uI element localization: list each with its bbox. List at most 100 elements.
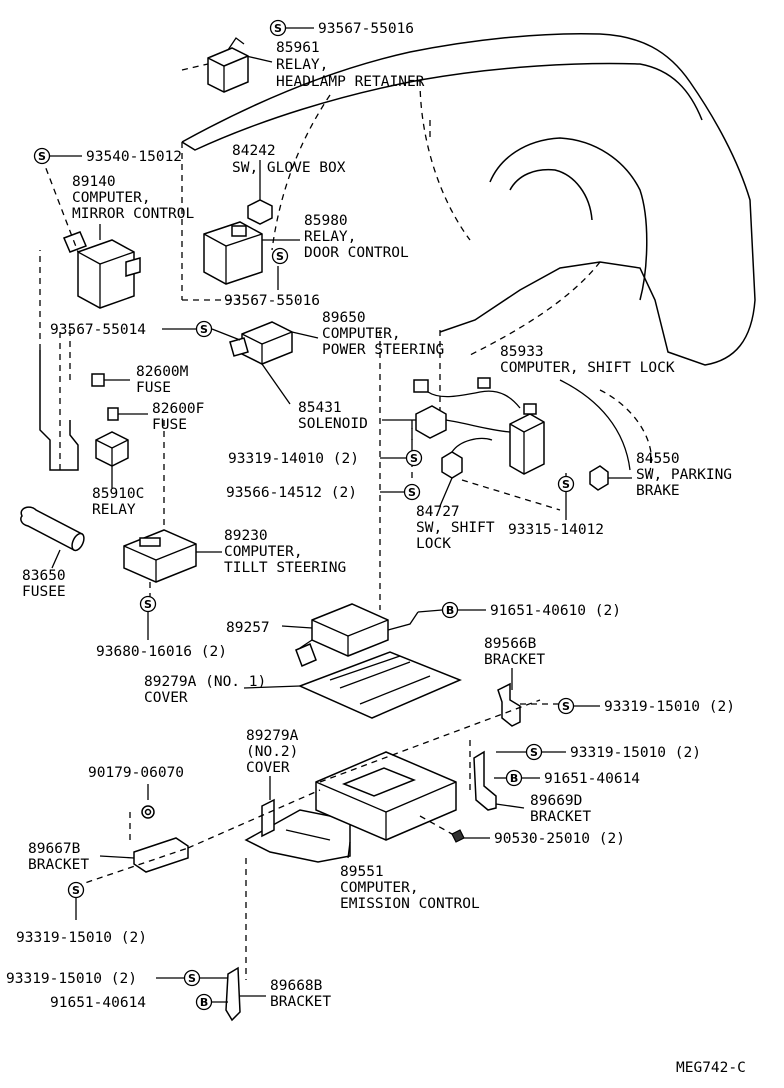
computer-89230-part — [123, 529, 197, 583]
label-89279a-no1: 89279A (NO. 1)COVER — [144, 674, 266, 706]
svg-text:S: S — [276, 250, 284, 263]
svg-text:S: S — [410, 452, 418, 465]
screw-badge: S — [271, 247, 289, 265]
solenoid-85431-part — [413, 379, 521, 439]
screw-badge: S — [525, 743, 543, 761]
screw-badge: S — [557, 697, 575, 715]
screw-badge: S — [139, 595, 157, 613]
switch-84550-part — [559, 379, 631, 491]
label-93680-16016: 93680-16016 (2) — [96, 644, 227, 660]
label-89279a-no2: 89279A(NO.2)COVER — [246, 728, 299, 776]
label-91651-40614-b: 91651-40614 — [50, 995, 146, 1011]
svg-text:S: S — [200, 323, 208, 336]
bolt-badge: B — [195, 993, 213, 1011]
label-90179-06070: 90179-06070 — [88, 765, 184, 781]
label-93566-14512: 93566-14512 (2) — [226, 485, 357, 501]
relay-85961-part — [207, 37, 249, 93]
diagram-code: MEG742-C — [676, 1060, 746, 1076]
computer-89551-part — [315, 751, 457, 841]
relay-85910c-part — [95, 431, 129, 467]
bolt-badge: B — [505, 769, 523, 787]
svg-text:S: S — [144, 598, 152, 611]
screw-badge: S — [405, 449, 423, 467]
switch-84727-part — [441, 437, 493, 479]
bracket-89669d-part — [473, 750, 497, 811]
bracket-89667b-part — [133, 837, 189, 873]
computer-89650-part — [229, 321, 293, 365]
screw-badge: S — [403, 483, 421, 501]
svg-text:B: B — [446, 604, 454, 617]
label-93319-15010-r2: 93319-15010 (2) — [570, 745, 701, 761]
computer-89140-part — [63, 231, 141, 309]
svg-text:S: S — [562, 478, 570, 491]
label-93540-15012: 93540-15012 — [86, 149, 182, 165]
screw-badge: S — [269, 19, 287, 37]
svg-text:S: S — [408, 486, 416, 499]
bracket-89566b-part — [497, 682, 521, 727]
instrument-panel-outline — [39, 32, 756, 610]
label-91651-40614-r: 91651-40614 — [544, 771, 640, 787]
label-93567-55016-mid: 93567-55016 — [224, 293, 320, 309]
fuse-82600f-part — [107, 407, 119, 421]
label-90530-25010: 90530-25010 (2) — [494, 831, 625, 847]
badges: S S S S S S S S B S S B S S B — [33, 19, 575, 1011]
svg-text:B: B — [200, 996, 208, 1009]
svg-text:S: S — [274, 22, 282, 35]
screw-badge: S — [33, 147, 51, 165]
computer-85933-part — [477, 377, 545, 475]
label-93567-55016-top: 93567-55016 — [318, 21, 414, 37]
svg-text:S: S — [72, 884, 80, 897]
computer-89257-part — [295, 603, 419, 667]
label-93319-15010-r1: 93319-15010 (2) — [604, 699, 735, 715]
svg-text:S: S — [188, 972, 196, 985]
bracket-89668b-part — [225, 966, 241, 1022]
fuse-82600m-part — [91, 373, 105, 387]
label-93319-15010-l: 93319-15010 (2) — [16, 930, 147, 946]
screw-badge: S — [557, 475, 575, 493]
screw-badge: S — [195, 320, 213, 338]
svg-text:S: S — [530, 746, 538, 759]
label-93315-14012: 93315-14012 — [508, 522, 604, 538]
svg-text:S: S — [562, 700, 570, 713]
label-93567-55014: 93567-55014 — [50, 322, 146, 338]
assembly-lines — [41, 63, 653, 980]
label-93319-15010-b: 93319-15010 (2) — [6, 971, 137, 987]
relay-85980-part — [203, 221, 263, 285]
fuse-puller-83650-part — [20, 506, 85, 552]
clip-90530-part — [451, 829, 465, 843]
bolt-badge: B — [441, 601, 459, 619]
label-91651-40610: 91651-40610 (2) — [490, 603, 621, 619]
screw-badge: S — [67, 881, 85, 899]
nut-90179-part — [141, 805, 155, 819]
label-89257: 89257 — [226, 620, 270, 636]
svg-text:B: B — [510, 772, 518, 785]
cover-89279a-no1-part — [298, 651, 462, 719]
label-93319-14010: 93319-14010 (2) — [228, 451, 359, 467]
switch-84242-part — [247, 186, 273, 225]
screw-badge: S — [183, 969, 201, 987]
svg-text:S: S — [38, 150, 46, 163]
cover-89279a-no2-part — [244, 798, 351, 863]
